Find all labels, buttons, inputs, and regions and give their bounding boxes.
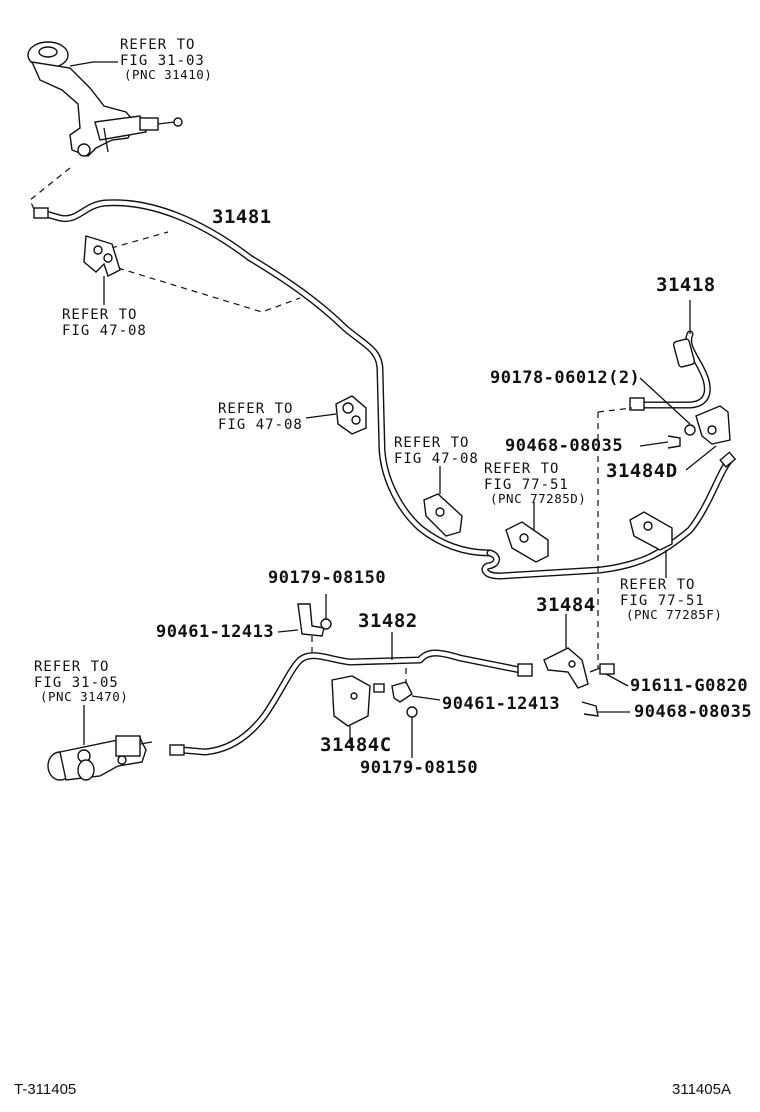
leader-90461-a — [277, 629, 299, 633]
clamp-icon — [629, 511, 673, 551]
nut-icon — [406, 706, 418, 718]
ref-31-05-line1: REFER TO — [34, 659, 110, 675]
leader-ref-31-03b — [69, 61, 94, 67]
ref-47-08-c-line1: REFER TO — [394, 435, 470, 451]
clip-icon — [581, 701, 599, 717]
part-31484D: 31484D — [606, 460, 678, 482]
bolt-icon — [373, 683, 385, 693]
bracket-icon — [391, 681, 413, 703]
ref-77-51-d-line3: (PNC 77285D) — [490, 491, 587, 506]
clamp-icon — [423, 493, 463, 537]
ref-31-03-line3: (PNC 31410) — [124, 67, 213, 82]
part-31481: 31481 — [212, 206, 272, 228]
bracket-icon — [297, 603, 325, 637]
dashed-hose — [597, 407, 633, 413]
part-90179-a: 90179-08150 — [268, 568, 387, 588]
ref-47-08-a-line2: FIG 47-08 — [62, 323, 147, 339]
bracket-icon — [695, 405, 731, 445]
bolt-icon — [589, 663, 615, 675]
leader-90178 — [639, 377, 691, 425]
ref-77-51-f-line2: FIG 77-51 — [620, 593, 705, 609]
clamp-icon — [83, 235, 121, 277]
bracket-icon — [543, 647, 589, 689]
footer-right-code: 311405A — [672, 1081, 731, 1098]
hose-icon — [629, 330, 711, 411]
footer-left-code: T-311405 — [14, 1081, 77, 1098]
master-cylinder-icon — [27, 41, 183, 157]
dashed-ref-b — [117, 267, 301, 313]
ref-31-05-line2: FIG 31-05 — [34, 675, 119, 691]
leader-90461-b — [411, 695, 441, 701]
pipe-31481 — [33, 199, 494, 557]
clip-icon — [667, 435, 681, 449]
leader-91611 — [605, 673, 629, 687]
nut-icon — [320, 618, 332, 630]
release-cylinder-icon — [47, 735, 153, 781]
part-90468-a: 90468-08035 — [505, 436, 624, 456]
ref-77-51-f-line1: REFER TO — [620, 577, 696, 593]
ref-77-51-d-line1: REFER TO — [484, 461, 560, 477]
part-31484C: 31484C — [320, 734, 392, 756]
part-90179-b: 90179-08150 — [360, 758, 479, 778]
pipe-31481-loop — [481, 451, 737, 580]
part-90178: 90178-06012(2) — [490, 368, 641, 388]
part-90468-b: 90468-08035 — [634, 702, 753, 722]
part-31484: 31484 — [536, 594, 596, 616]
clamp-icon — [335, 395, 367, 435]
nut-icon — [684, 424, 696, 436]
clamp-icon — [505, 521, 549, 563]
ref-47-08-b-line1: REFER TO — [218, 401, 294, 417]
ref-31-03-line1: REFER TO — [120, 37, 196, 53]
bracket-icon — [331, 675, 371, 727]
ref-77-51-d-line2: FIG 77-51 — [484, 477, 569, 493]
ref-31-03-line2: FIG 31-03 — [120, 53, 205, 69]
ref-77-51-f-line3: (PNC 77285F) — [626, 607, 723, 622]
part-31418: 31418 — [656, 274, 716, 296]
part-91611: 91611-G0820 — [630, 676, 749, 696]
ref-31-05-line3: (PNC 31470) — [40, 689, 129, 704]
ref-47-08-a-line1: REFER TO — [62, 307, 138, 323]
leader-ref-47-08-b — [305, 413, 337, 419]
part-31482: 31482 — [358, 610, 418, 632]
leader-90468-a — [639, 441, 669, 447]
part-90461-b: 90461-12413 — [442, 694, 561, 714]
dashed-link — [29, 167, 71, 215]
ref-47-08-c-line2: FIG 47-08 — [394, 451, 479, 467]
ref-47-08-b-line2: FIG 47-08 — [218, 417, 303, 433]
leader-31484D — [685, 445, 717, 471]
pipe-31482 — [169, 649, 533, 756]
part-90461-a: 90461-12413 — [156, 622, 275, 642]
